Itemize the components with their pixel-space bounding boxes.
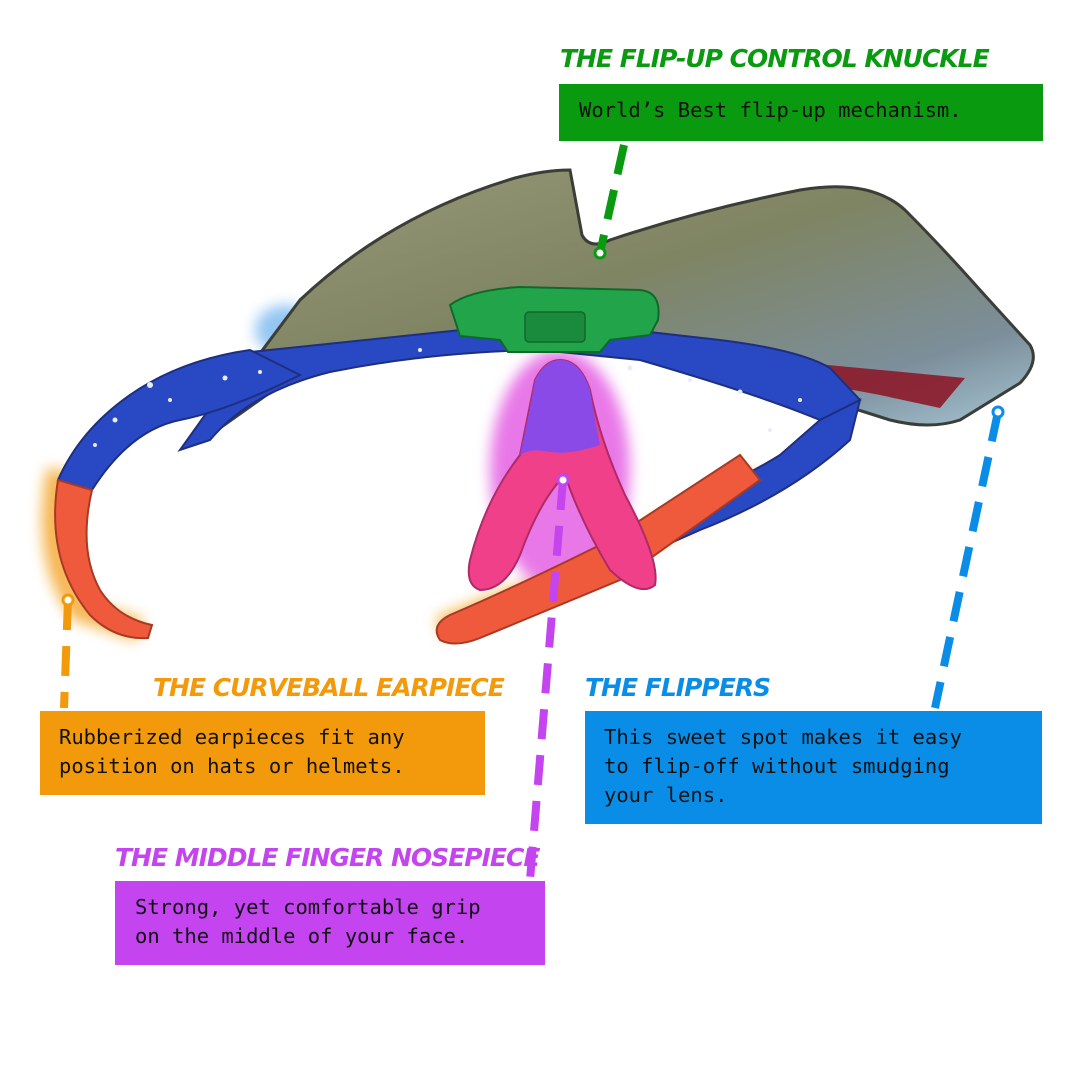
earpiece-line-2: position on hats or helmets. [59, 754, 405, 778]
earpiece-line-1: Rubberized earpieces fit any [59, 725, 405, 749]
left-temple [56, 348, 303, 492]
left-earpiece-tip [54, 478, 154, 640]
leader-knuckle [596, 144, 628, 254]
nosepiece-description-box: Strong, yet comfortable grip on the midd… [115, 881, 545, 965]
nosepiece-title: THE MIDDLE FINGER NOSEPIECE [115, 843, 540, 872]
knuckle-hinge [524, 311, 586, 343]
nosepiece-line-1: Strong, yet comfortable grip [135, 895, 481, 919]
knuckle-description-box: World’s Best flip-up mechanism. [559, 84, 1043, 141]
flippers-description-box: This sweet spot makes it easy to flip-of… [585, 711, 1042, 824]
knuckle-title: THE FLIP-UP CONTROL KNUCKLE [560, 44, 990, 73]
leader-earpiece [60, 599, 72, 709]
frame-brow [177, 320, 862, 452]
flippers-title: THE FLIPPERS [585, 673, 771, 702]
frame-speckles [93, 348, 802, 447]
leader-nosepiece [526, 479, 567, 881]
knuckle-line-1: World’s Best flip-up mechanism. [579, 98, 962, 122]
nosepiece-bridge [520, 360, 600, 455]
nosepiece-line-2: on the middle of your face. [135, 924, 469, 948]
earpiece-title: THE CURVEBALL EARPIECE [153, 673, 505, 702]
leader-flippers [931, 411, 1002, 709]
leader-endpoints [61, 246, 1005, 607]
flippers-line-1: This sweet spot makes it easy [604, 725, 962, 749]
leader-lines [60, 144, 1002, 881]
flippers-line-2: to flip-off without smudging [604, 754, 950, 778]
earpiece-description-box: Rubberized earpieces fit any position on… [40, 711, 485, 795]
flippers-line-3: your lens. [604, 783, 728, 807]
